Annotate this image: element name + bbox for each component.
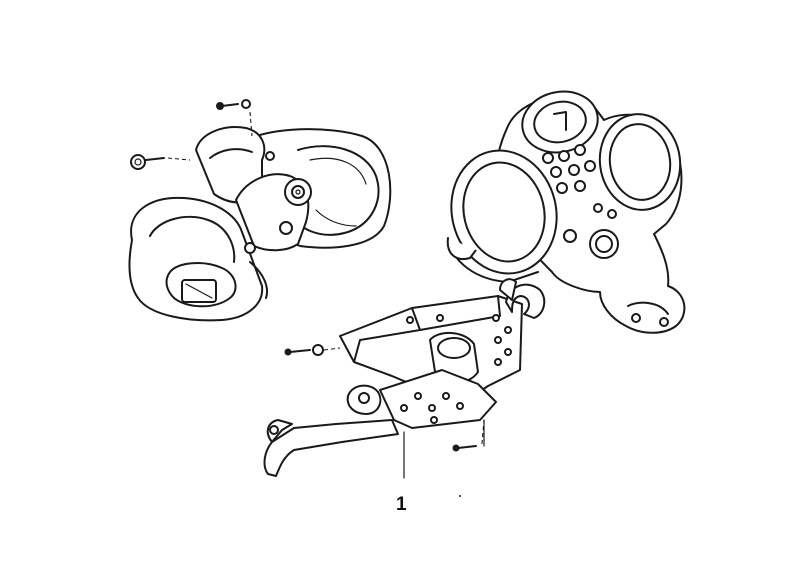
screw-bracket-left[interactable] <box>284 344 341 356</box>
mounting-bracket[interactable] <box>263 278 546 477</box>
screw-bracket-lower[interactable] <box>452 419 485 452</box>
rear-instrument-housing[interactable] <box>128 126 392 322</box>
bolt-upper-left[interactable] <box>216 99 253 137</box>
stray-dot <box>459 495 461 497</box>
callout-label-1: 1 <box>396 494 407 515</box>
front-gauge-cup[interactable] <box>439 139 570 284</box>
screw-washer-left[interactable] <box>130 154 191 170</box>
front-instrument-housing[interactable] <box>494 85 687 334</box>
